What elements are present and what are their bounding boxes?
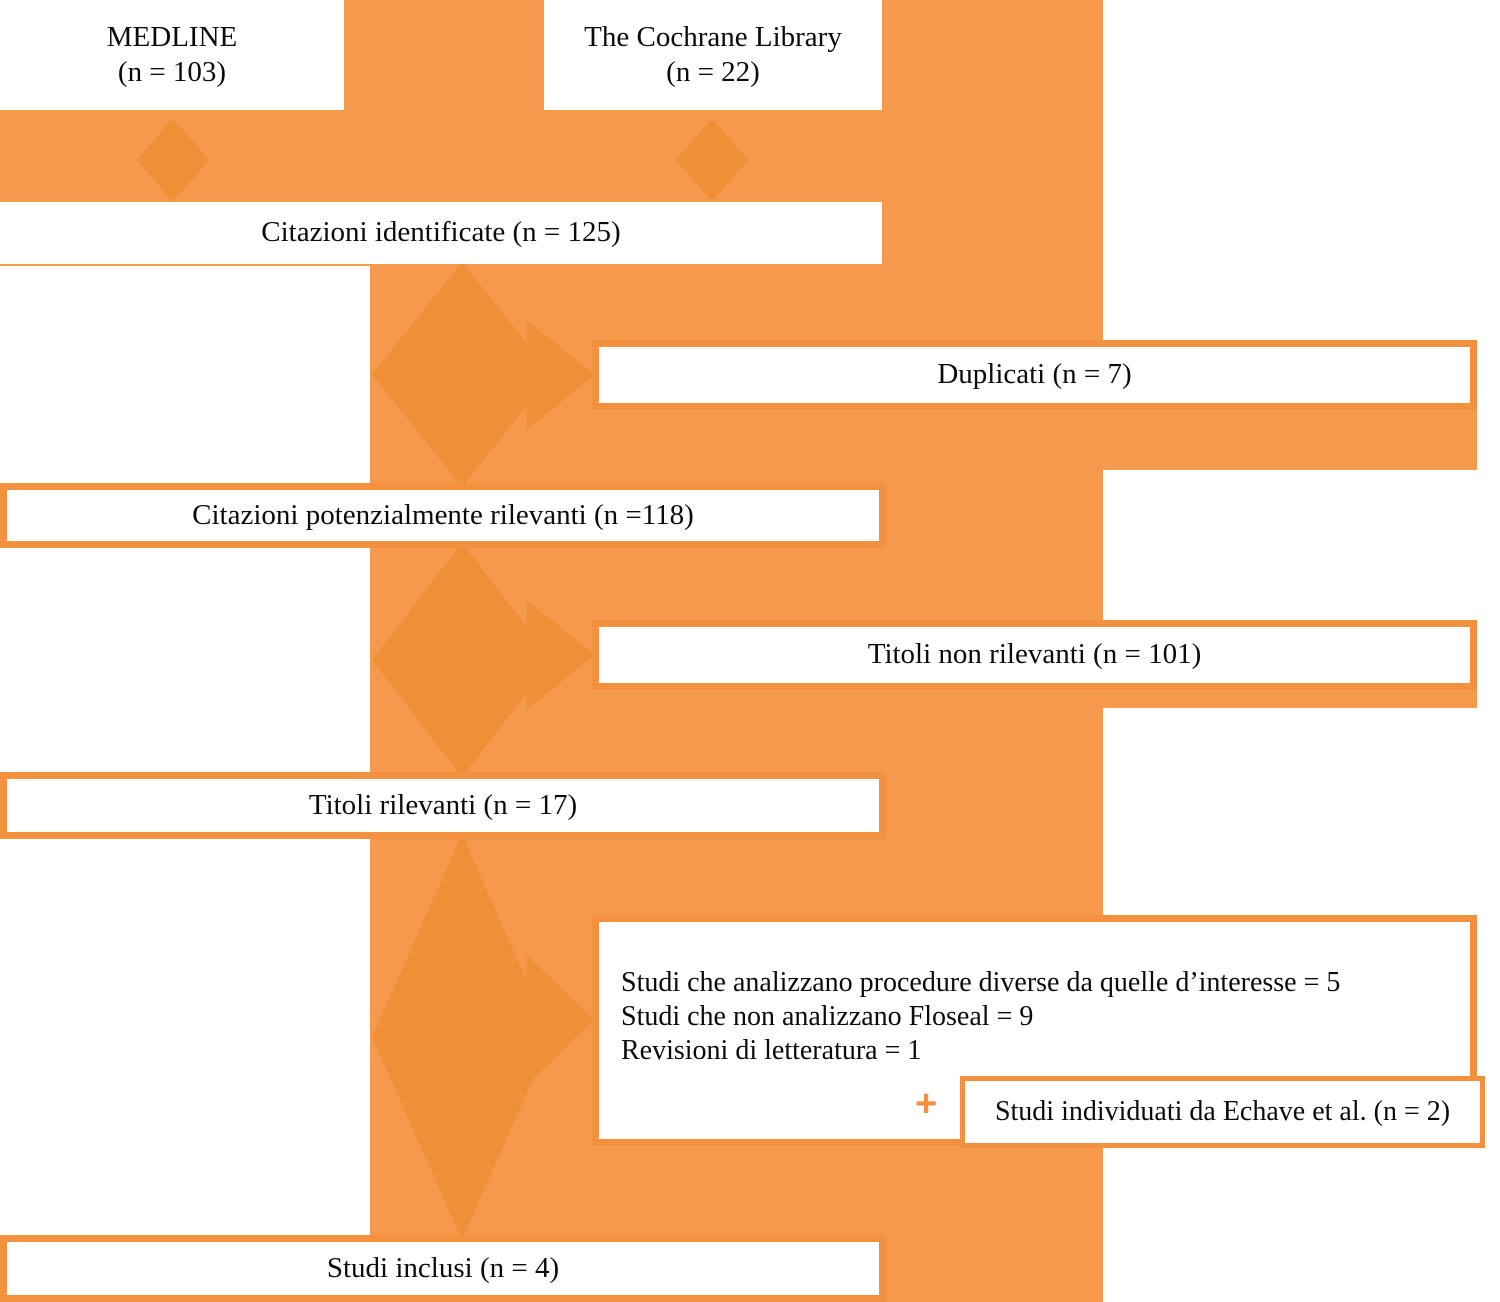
node-duplicates-label: Duplicati (n = 7) — [937, 358, 1132, 391]
node-echave-studies-label: Studi individuati da Echave et al. (n = … — [994, 1095, 1451, 1127]
node-irrelevant-titles-label: Titoli non rilevanti (n = 101) — [867, 638, 1202, 671]
node-citations-identified-label: Citazioni identificate (n = 125) — [261, 216, 621, 249]
background-plate-irrelevant-tail — [735, 690, 1103, 774]
node-included-studies[interactable]: Studi inclusi (n = 4) — [0, 1235, 886, 1302]
node-exclusions-label: Studi che analizzano procedure diverse d… — [621, 967, 1341, 1067]
node-citations-identified[interactable]: Citazioni identificate (n = 125) — [0, 202, 882, 264]
node-source-cochrane-label: The Cochrane Library (n = 22) — [584, 20, 842, 88]
node-echave-studies[interactable]: Studi individuati da Echave et al. (n = … — [960, 1076, 1485, 1148]
node-relevant-titles-label: Titoli rilevanti (n = 17) — [308, 788, 578, 821]
node-source-cochrane[interactable]: The Cochrane Library (n = 22) — [544, 0, 882, 110]
plus-sign: + — [915, 1083, 938, 1125]
node-duplicates[interactable]: Duplicati (n = 7) — [592, 340, 1477, 410]
node-potentially-relevant[interactable]: Citazioni potenzialmente rilevanti (n =1… — [0, 483, 886, 548]
node-relevant-titles[interactable]: Titoli rilevanti (n = 17) — [0, 772, 886, 839]
node-included-studies-label: Studi inclusi (n = 4) — [326, 1251, 560, 1284]
node-irrelevant-titles[interactable]: Titoli non rilevanti (n = 101) — [592, 620, 1477, 690]
node-source-medline-label: MEDLINE (n = 103) — [106, 20, 238, 88]
node-source-medline[interactable]: MEDLINE (n = 103) — [0, 0, 344, 110]
node-potentially-relevant-label: Citazioni potenzialmente rilevanti (n =1… — [192, 498, 694, 531]
